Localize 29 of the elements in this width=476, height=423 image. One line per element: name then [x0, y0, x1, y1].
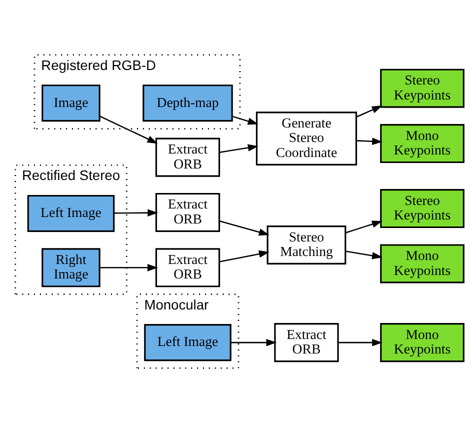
node-box: Stereo Keypoints: [380, 68, 464, 108]
arrow: [356, 138, 383, 146]
node-box: Extract ORB: [155, 138, 220, 177]
arrow: [345, 220, 382, 234]
node-box: Image: [42, 84, 100, 122]
arrow: [114, 209, 158, 216]
node-box: Generate Stereo Coordinate: [256, 112, 358, 166]
arrow: [99, 116, 158, 144]
arrow: [219, 220, 270, 236]
arrow: [232, 116, 258, 125]
node-box: Stereo Keypoints: [380, 189, 464, 228]
node-box: Mono Keypoints: [380, 124, 464, 164]
arrow: [356, 106, 382, 118]
node-box: Extract ORB: [155, 248, 220, 288]
node-box: Left Image: [27, 194, 115, 232]
node-box: Left Image: [144, 324, 232, 362]
node-box: Extract ORB: [155, 192, 220, 232]
node-box: Mono Keypoints: [380, 323, 464, 362]
node-box: Extract ORB: [274, 323, 339, 362]
node-box: Depth-map: [142, 84, 233, 122]
arrow: [219, 144, 258, 154]
arrow: [338, 338, 383, 346]
node-box: Mono Keypoints: [380, 244, 464, 284]
arrow: [219, 250, 270, 262]
arrow: [346, 250, 383, 260]
node-box: Stereo Matching: [266, 226, 346, 265]
arrow: [230, 338, 277, 346]
node-box: Right Image: [42, 248, 100, 288]
arrow: [100, 264, 158, 272]
